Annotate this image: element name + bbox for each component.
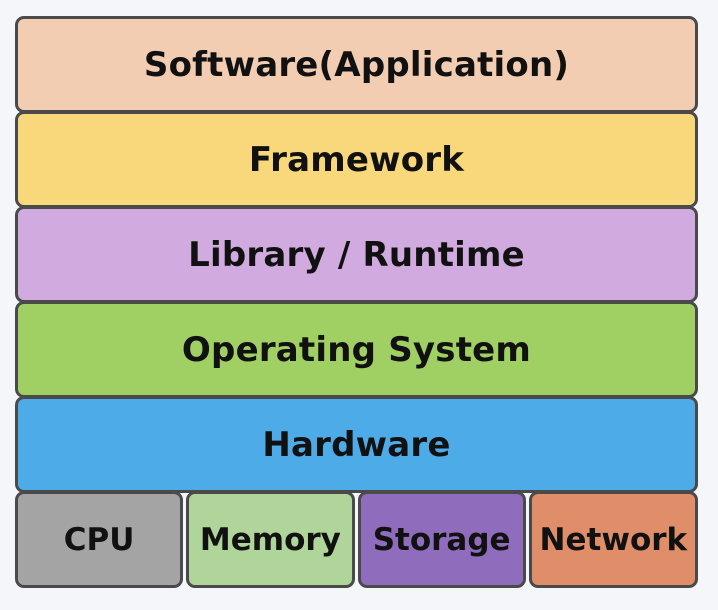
storage-label: Storage (372, 521, 511, 558)
memory-box: Memory (186, 491, 355, 588)
hardware-layer: Hardware (15, 396, 698, 493)
layer-stack-diagram: Software(Application) Framework Library … (15, 16, 698, 588)
hardware-components-row: CPU Memory Storage Network (15, 491, 698, 588)
framework-layer-label: Framework (248, 139, 465, 180)
operating-system-layer-label: Operating System (181, 329, 532, 370)
network-box: Network (528, 491, 698, 588)
storage-box: Storage (357, 491, 526, 588)
library-runtime-layer-label: Library / Runtime (188, 234, 525, 275)
cpu-box: CPU (15, 491, 184, 588)
memory-label: Memory (199, 521, 341, 558)
network-label: Network (539, 521, 688, 558)
software-layer-label: Software(Application) (143, 44, 570, 85)
software-layer: Software(Application) (15, 16, 698, 113)
library-runtime-layer: Library / Runtime (15, 206, 698, 303)
framework-layer: Framework (15, 111, 698, 208)
hardware-layer-label: Hardware (262, 424, 451, 465)
cpu-label: CPU (63, 521, 135, 558)
operating-system-layer: Operating System (15, 301, 698, 398)
